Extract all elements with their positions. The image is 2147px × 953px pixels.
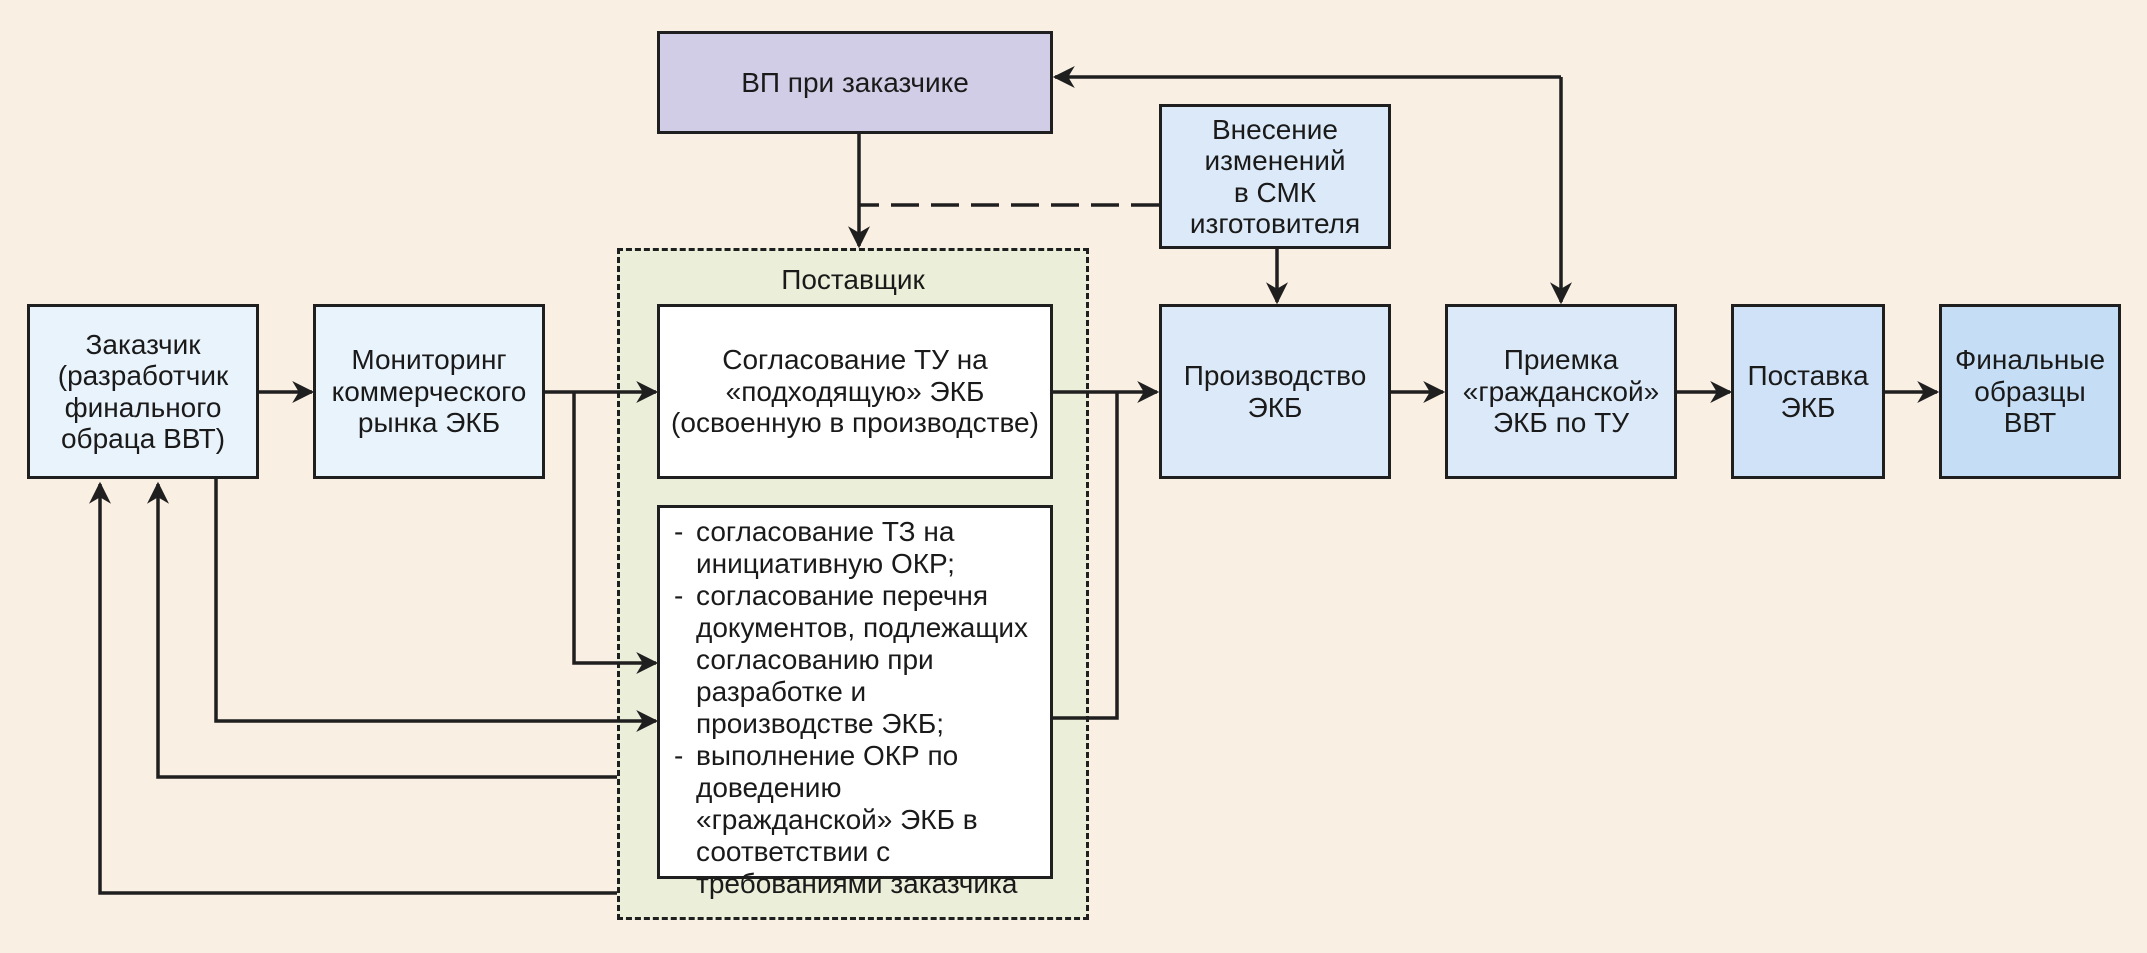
task-item: -согласование перечня документов, подлеж…	[674, 580, 1028, 739]
delivery-box: Поставка ЭКБ	[1731, 304, 1885, 479]
supplier-group-label: Поставщик	[781, 264, 925, 295]
arrow-tasks-to-production	[1052, 392, 1119, 720]
final-samples-box: Финальные образцы ВВТ	[1939, 304, 2121, 479]
task-item: -выполнение ОКР по доведению «гражданско…	[674, 740, 1018, 899]
task-item-text: согласование ТЗ на инициативную ОКР;	[696, 516, 955, 579]
customer-box: Заказчик (разработчик финального обраца …	[27, 304, 259, 479]
arrow-customer-to-tasks	[214, 477, 659, 732]
acceptance-box: Приемка «гражданской» ЭКБ по ТУ	[1445, 304, 1677, 479]
arrow-monitoring-to-tasks	[572, 392, 659, 674]
arrow-tasks-to-customer	[147, 481, 617, 779]
task-item-text: согласование перечня документов, подлежа…	[696, 580, 1028, 739]
vp-box: ВП при заказчике	[657, 31, 1053, 134]
supplier-tasks-box: -согласование ТЗ на инициативную ОКР; -с…	[657, 505, 1053, 899]
production-box: Производство ЭКБ	[1159, 304, 1391, 479]
agreement-tu-box: Согласование ТУ на «подходящую» ЭКБ (осв…	[657, 304, 1053, 479]
changes-box: Внесение изменений в СМК изготовителя	[1159, 104, 1391, 249]
monitoring-box: Мониторинг коммерческого рынка ЭКБ	[313, 304, 545, 479]
arrow-group-to-customer	[89, 481, 617, 895]
task-item-text: выполнение ОКР по доведению «гражданской…	[696, 740, 1018, 899]
task-item: -согласование ТЗ на инициативную ОКР;	[674, 516, 955, 579]
